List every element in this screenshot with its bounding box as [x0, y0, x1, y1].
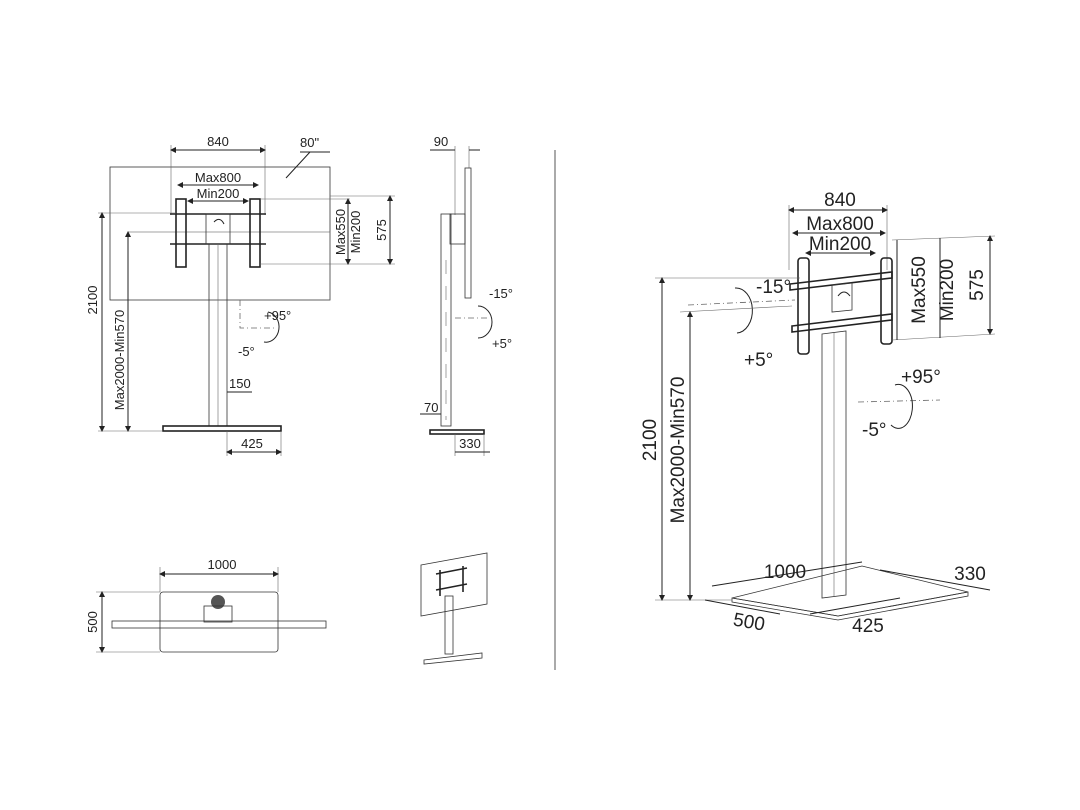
iso-bracket-left — [797, 257, 810, 355]
front-bracket-left — [175, 198, 187, 268]
iso-base-front-label: 425 — [852, 616, 884, 637]
iso-base-depth-label: 500 — [732, 609, 767, 635]
iso-pole — [821, 330, 847, 599]
iso-mount-plate — [831, 282, 853, 313]
top-pole-cap — [211, 595, 225, 609]
front-screen-inner — [127, 231, 331, 301]
side-screen-edge — [464, 167, 472, 299]
front-base-depth-label: 425 — [241, 436, 263, 451]
side-base-width-label: 330 — [459, 436, 481, 451]
front-total-height-label: 2100 — [85, 286, 100, 315]
iso-tilt-minus-label: -15° — [756, 277, 791, 298]
front-mount-plate — [205, 213, 231, 245]
top-base-plate — [159, 591, 279, 653]
iso-vesa-min-w-label: Min200 — [809, 234, 871, 255]
front-swivel-plus-label: +95° — [264, 308, 291, 323]
iso-total-height-label: 2100 — [640, 419, 661, 461]
iso-vesa-height-label: 575 — [967, 269, 988, 301]
side-mount-arm — [449, 213, 466, 245]
iso-screen-width-label: 840 — [824, 190, 856, 211]
top-base-width-label: 1000 — [208, 557, 237, 572]
iso-base-edge — [731, 591, 969, 621]
side-base-height-label: 70 — [424, 400, 438, 415]
side-view: 90 -15° +5° 70 330 — [420, 134, 513, 456]
iso-rail-top — [789, 271, 893, 291]
side-tilt-minus-label: -15° — [489, 286, 513, 301]
mini-bracket — [435, 566, 468, 596]
top-screen-bar — [111, 620, 327, 629]
iso-base-depth-side-label: 330 — [954, 564, 986, 585]
iso-vesa-max-h-label: Max550 — [909, 256, 930, 324]
front-height-range-label: Max2000-Min570 — [112, 310, 127, 410]
side-tilt-plus-label: +5° — [492, 336, 512, 351]
side-plate-depth-label: 90 — [434, 134, 448, 149]
front-base — [162, 425, 282, 432]
iso-rail-bottom — [791, 313, 893, 333]
side-pole — [440, 213, 452, 427]
front-width-label: 840 — [207, 134, 229, 149]
iso-base-width-label: 1000 — [764, 562, 806, 583]
front-view: 840 80" Max800 Min200 Max550 Min200 575 — [85, 134, 395, 456]
front-vesa-min-w-label: Min200 — [197, 186, 240, 201]
iso-vesa-min-h-label: Min200 — [937, 259, 958, 321]
iso-bracket-right — [880, 257, 893, 345]
top-mount-block — [203, 605, 233, 623]
side-base — [429, 429, 485, 435]
mini-perspective — [420, 552, 488, 665]
mini-screen — [420, 552, 488, 617]
front-vesa-min-h-label: Min200 — [348, 211, 363, 254]
iso-vesa-max-w-label: Max800 — [806, 214, 874, 235]
top-base-depth-label: 500 — [85, 611, 100, 633]
front-screen-size-label: 80" — [300, 135, 319, 150]
top-view: 1000 500 — [85, 557, 327, 653]
front-bracket-right — [249, 198, 261, 268]
mini-pole — [444, 595, 454, 655]
iso-swivel-plus-label: +95° — [901, 367, 941, 388]
mini-base — [423, 652, 483, 665]
iso-view: 840 Max800 Min200 Max550 Min200 575 -15°… — [640, 190, 996, 637]
iso-swivel-minus-label: -5° — [862, 420, 887, 441]
front-vesa-height-label: 575 — [374, 219, 389, 241]
front-vesa-max-w-label: Max800 — [195, 170, 241, 185]
iso-tilt-plus-label: +5° — [744, 350, 773, 371]
front-vesa-max-h-label: Max550 — [333, 209, 348, 255]
front-pole-width-label: 150 — [229, 376, 251, 391]
iso-height-range-label: Max2000-Min570 — [668, 377, 689, 524]
front-swivel-minus-label: -5° — [238, 344, 255, 359]
